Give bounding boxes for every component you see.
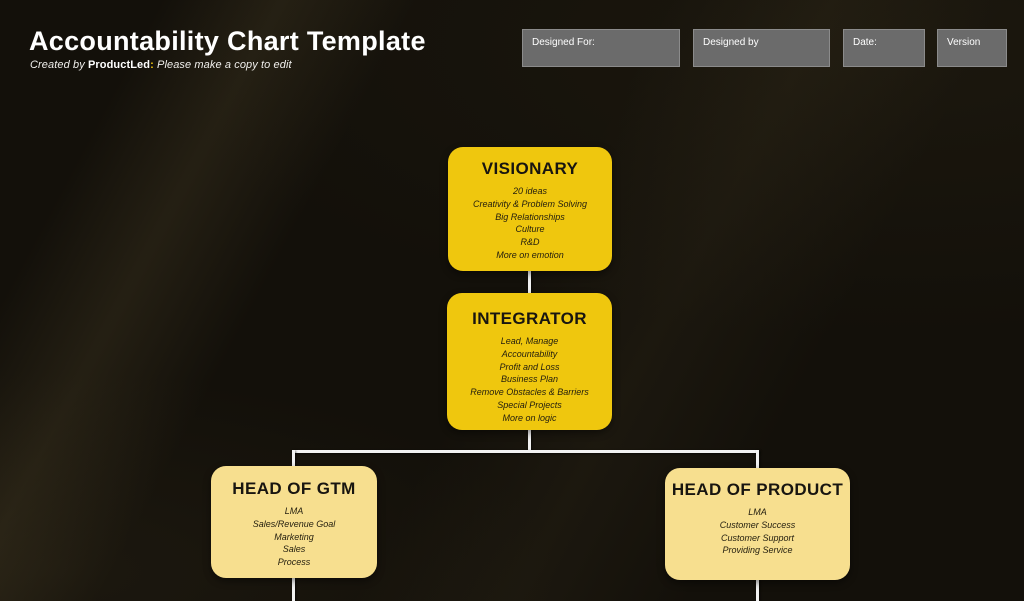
connector-integrator-drop bbox=[528, 430, 531, 451]
role-item: Business Plan bbox=[500, 374, 559, 385]
connector-visionary-integrator bbox=[528, 271, 531, 294]
node-title: HEAD OF GTM bbox=[232, 479, 356, 498]
meta-field-date: Date: bbox=[843, 29, 925, 67]
meta-field-label: Date: bbox=[853, 37, 877, 48]
role-item: Lead, Manage bbox=[500, 336, 559, 346]
role-item: Profit and Loss bbox=[499, 361, 560, 372]
role-item: Remove Obstacles & Barriers bbox=[470, 387, 589, 398]
role-item: Special Projects bbox=[497, 399, 562, 410]
role-item: LMA bbox=[748, 507, 767, 517]
role-item: Providing Service bbox=[722, 545, 793, 556]
brand-mark: : bbox=[150, 59, 154, 71]
meta-field-label: Designed For: bbox=[532, 37, 595, 48]
role-item: Sales/Revenue Goal bbox=[252, 518, 336, 529]
role-item: Sales bbox=[282, 544, 306, 555]
connector-product-continues bbox=[756, 579, 759, 601]
role-item: 20 ideas bbox=[512, 186, 548, 196]
meta-field-version: Version bbox=[937, 29, 1007, 67]
role-item: Accountability bbox=[501, 348, 558, 359]
credit-line: Created by ProductLed: Please make a cop… bbox=[30, 59, 292, 71]
node-title: VISIONARY bbox=[481, 159, 579, 178]
connector-horizontal bbox=[292, 450, 759, 453]
credit-suffix: Please make a copy to edit bbox=[153, 59, 292, 71]
role-item: More on logic bbox=[502, 412, 557, 423]
role-item: R&D bbox=[520, 237, 540, 248]
meta-field-label: Designed by bbox=[703, 37, 759, 48]
node-title: INTEGRATOR bbox=[472, 309, 587, 328]
role-item: More on emotion bbox=[496, 249, 564, 260]
meta-field-designed-by: Designed by bbox=[693, 29, 830, 67]
meta-field-label: Version bbox=[947, 37, 981, 48]
role-item: LMA bbox=[284, 506, 304, 516]
role-item: Culture bbox=[515, 224, 545, 235]
role-item: Customer Support bbox=[720, 532, 795, 543]
role-item: Process bbox=[277, 557, 311, 568]
page-title: Accountability Chart Template bbox=[29, 26, 426, 56]
role-item: Marketing bbox=[274, 531, 314, 542]
node-title: HEAD OF PRODUCT bbox=[671, 480, 844, 499]
role-item: Creativity & Problem Solving bbox=[472, 198, 588, 209]
role-item: Customer Success bbox=[719, 519, 796, 530]
meta-field-designed-for: Designed For: bbox=[522, 29, 680, 67]
connector-gtm-drop bbox=[292, 450, 295, 467]
connector-gtm-continues bbox=[292, 577, 295, 601]
brand-name: ProductLed bbox=[87, 59, 151, 71]
role-item: Big Relationships bbox=[495, 211, 565, 222]
credit-prefix: Created by bbox=[30, 59, 88, 71]
connector-product-drop bbox=[756, 450, 759, 469]
